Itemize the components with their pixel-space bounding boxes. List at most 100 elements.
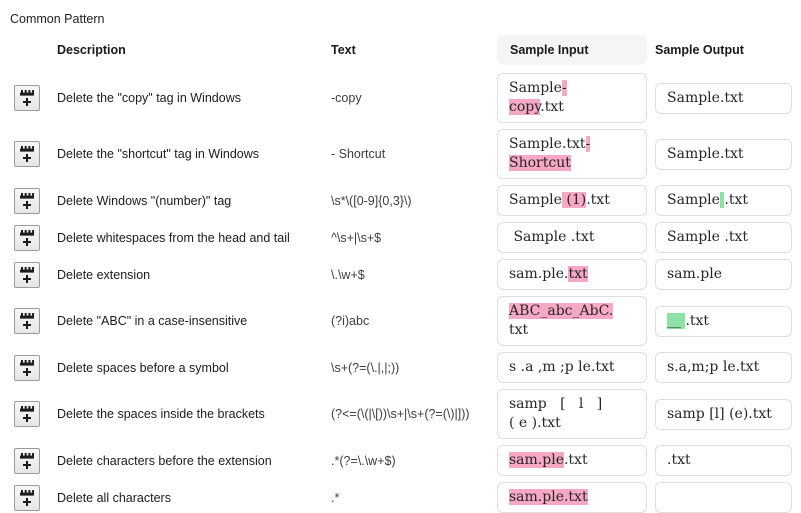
highlight-pink-segment: - (585, 136, 591, 152)
highlight-pink-segment: ABC_abc_AbC. (509, 303, 614, 319)
pattern-regex: \s+(?=(\.|,|;)) (331, 360, 400, 375)
add-pattern-button[interactable] (14, 308, 40, 334)
text-segment: .txt (586, 192, 610, 208)
add-pattern-button[interactable] (14, 141, 40, 167)
add-pattern-icon (20, 146, 34, 162)
sample-input-box: sam.ple.txt (497, 482, 647, 513)
pattern-regex: .*(?=\.\w+$) (331, 453, 396, 468)
add-pattern-icon (20, 313, 34, 329)
pattern-regex: (?<=(\(|\[))\s+|\s+(?=(\)|])) (331, 407, 470, 421)
highlight-green-segment: __ (667, 312, 686, 329)
table-row: Delete the spaces inside the brackets (?… (0, 389, 801, 439)
pattern-table: Delete the "copy" tag in Windows -copy S… (0, 73, 801, 513)
add-pattern-button[interactable] (14, 261, 40, 288)
sample-output-cell: Sample.txt (655, 82, 792, 114)
pattern-description: Delete the "copy" tag in Windows (57, 91, 241, 105)
sample-output-box: Sample.txt (655, 82, 792, 114)
add-pattern-button[interactable] (14, 484, 40, 511)
row-icon-cell (14, 354, 57, 381)
sample-output-box: Sample .txt (655, 222, 792, 253)
row-icon-cell (14, 447, 57, 474)
sample-input-box: Sample.txt- Shortcut (497, 129, 647, 179)
add-pattern-icon (20, 452, 34, 469)
sample-output-box: .txt (655, 445, 792, 476)
sample-input-box: ABC_abc_AbC. txt (497, 296, 647, 346)
add-pattern-icon (20, 90, 34, 106)
pattern-description: Delete all characters (57, 490, 171, 505)
sample-output-box: samp [l] (e).txt (655, 398, 792, 430)
table-row: Delete extension \.\w+$ sam.ple.txt sam.… (0, 259, 801, 290)
pattern-description: Delete characters before the extension (57, 453, 272, 468)
sample-output-box: __ .txt (655, 305, 792, 337)
sample-output-cell: samp [l] (e).txt (655, 398, 792, 430)
row-icon-cell (14, 261, 57, 288)
add-pattern-button[interactable] (14, 224, 40, 251)
row-icon-cell (14, 484, 57, 511)
add-pattern-icon (20, 192, 34, 209)
pattern-regex: -copy (331, 91, 362, 105)
highlight-pink-segment: sam.ple.txt (509, 489, 588, 505)
pattern-description: Delete whitespaces from the head and tai… (57, 230, 290, 245)
sample-output-box: s.a,m;p le.txt (655, 352, 792, 383)
table-row: Delete "ABC" in a case-insensitive (?i)a… (0, 296, 801, 346)
sample-input-cell: ABC_abc_AbC. txt (497, 296, 655, 346)
table-row: Delete the "shortcut" tag in Windows - S… (0, 129, 801, 179)
text-segment: Sample (509, 80, 562, 96)
sample-output-cell: .txt (655, 445, 792, 476)
text-segment: Sample (509, 192, 562, 208)
sample-input-cell: sam.ple.txt (497, 445, 655, 476)
row-icon-cell (14, 401, 57, 427)
pattern-regex: \s*\([0-9]{0,3}\) (331, 193, 412, 208)
add-pattern-icon (20, 406, 34, 422)
sample-input-cell: samp [ l ] ( e ).txt (497, 389, 655, 439)
sample-output-box: Sample .txt (655, 185, 792, 216)
sample-input-box: Sample (1).txt (497, 185, 647, 216)
table-row: Delete Windows "(number)" tag \s*\([0-9]… (0, 185, 801, 216)
sample-output-box (655, 482, 792, 513)
text-segment: Sample.txt (667, 145, 744, 162)
row-icon-cell (14, 187, 57, 214)
pattern-description: Delete the spaces inside the brackets (57, 407, 265, 421)
sample-input-cell: sam.ple.txt (497, 482, 655, 513)
pattern-description: Delete the "shortcut" tag in Windows (57, 147, 260, 161)
add-pattern-button[interactable] (14, 354, 40, 381)
add-pattern-button[interactable] (14, 401, 40, 427)
add-pattern-icon (20, 489, 34, 506)
sample-input-cell: Sample .txt (497, 222, 655, 253)
highlight-pink-segment: - (561, 80, 567, 96)
sample-input-cell: sam.ple.txt (497, 259, 655, 290)
pattern-regex: \.\w+$ (331, 267, 365, 282)
pattern-description: Delete extension (57, 267, 151, 282)
sample-input-cell: Sample (1).txt (497, 185, 655, 216)
row-icon-cell (14, 85, 57, 111)
sample-output-cell: Sample.txt (655, 138, 792, 170)
row-icon-cell (14, 308, 57, 334)
table-row: Delete the "copy" tag in Windows -copy S… (0, 73, 801, 123)
sample-output-cell: s.a,m;p le.txt (655, 352, 792, 383)
table-row: Delete spaces before a symbol \s+(?=(\.|… (0, 352, 801, 383)
sample-input-cell: Sample- copy.txt (497, 73, 655, 123)
page-title: Common Pattern (10, 12, 105, 26)
add-pattern-icon (20, 359, 34, 376)
add-pattern-button[interactable] (14, 447, 40, 474)
header-text: Text (331, 43, 356, 57)
add-pattern-icon (20, 229, 34, 246)
sample-input-box: sam.ple.txt (497, 445, 647, 476)
text-segment: .txt (563, 452, 588, 468)
sample-output-box: sam.ple (655, 259, 792, 290)
highlight-pink-segment: Shortcut (509, 155, 571, 171)
add-pattern-button[interactable] (14, 187, 40, 214)
row-icon-cell (14, 141, 57, 167)
pattern-regex: (?i)abc (331, 314, 370, 328)
table-row: Delete all characters .* sam.ple.txt (0, 482, 801, 513)
highlight-pink-segment: sam.ple (509, 452, 564, 468)
text-segment: .txt (540, 99, 564, 115)
sample-input-box: Sample- copy.txt (497, 73, 647, 123)
text-segment: Sample .txt (509, 229, 599, 245)
add-pattern-button[interactable] (14, 85, 40, 111)
table-header: Description Text Sample Input Sample Out… (0, 35, 801, 65)
sample-input-box: s .a ,m ;p le.txt (497, 352, 647, 383)
sample-input-cell: Sample.txt- Shortcut (497, 129, 655, 179)
pattern-description: Delete "ABC" in a case-insensitive (57, 314, 248, 328)
pattern-regex: ^\s+|\s+$ (331, 230, 382, 245)
